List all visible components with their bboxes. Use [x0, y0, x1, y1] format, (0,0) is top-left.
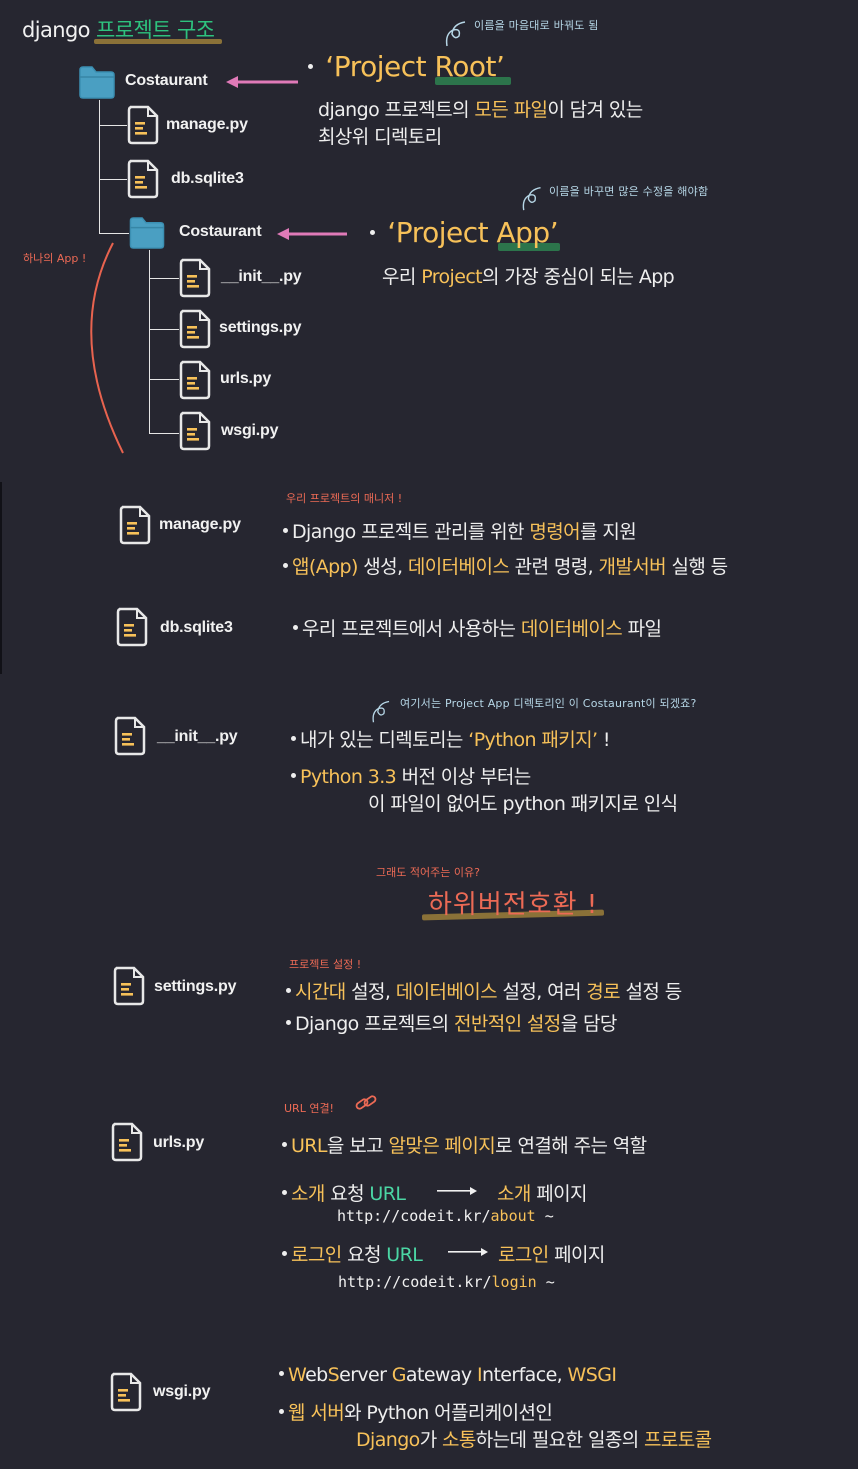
project-root-heading: ‘Project Root’: [308, 50, 511, 85]
file-icon: [110, 1372, 142, 1412]
folder-icon: [129, 217, 165, 249]
link-icon: [355, 1095, 377, 1110]
init-line-2: Python 3.3 버전 이상 부터는: [291, 762, 531, 789]
bullet: [370, 229, 375, 235]
urls-example-2-url: http://codeit.kr/login ~: [338, 1273, 555, 1291]
settings-note: 프로젝트 설정 !: [289, 958, 362, 971]
tree-line: [149, 278, 179, 279]
urls-line-1: URL을 보고 알맞은 페이지로 연결해 주는 역할: [282, 1131, 647, 1158]
init-line-3: 이 파일이 없어도 python 패키지로 인식: [368, 793, 678, 815]
manage-line-1: Django 프로젝트 관리를 위한 명령어를 지원: [283, 517, 637, 544]
settings-line-2: Django 프로젝트의 전반적인 설정을 담당: [286, 1009, 617, 1036]
title-highlight: 프로젝트 구조: [94, 18, 223, 44]
tree-file-urls: urls.py: [220, 370, 272, 387]
file-icon: [116, 607, 148, 647]
app-note: 하나의 App !: [23, 252, 87, 265]
manage-note: 우리 프로젝트의 매니저 !: [286, 492, 403, 505]
tree-line: [149, 250, 150, 433]
app-folder-label: Costaurant: [179, 223, 262, 240]
side-divider: [0, 482, 2, 674]
urls-note: URL 연결!: [284, 1102, 334, 1115]
project-root-note: 이름을 마음대로 바꿔도 됨: [474, 19, 599, 32]
file-icon: [179, 258, 211, 298]
settings-file-label: settings.py: [154, 978, 237, 995]
init-note: 여기서는 Project App 디렉토리인 이 Costaurant이 되겠죠…: [400, 697, 697, 710]
file-icon: [113, 966, 145, 1006]
project-app-note: 이름을 바꾸면 많은 수정을 해야함: [549, 185, 709, 198]
db-line-1: 우리 프로젝트에서 사용하는 데이터베이스 파일: [293, 614, 662, 641]
urls-example-1-url: http://codeit.kr/about ~: [337, 1207, 554, 1225]
file-icon: [127, 105, 159, 145]
root-folder-label: Costaurant: [125, 72, 208, 89]
heading-underline: [435, 77, 511, 85]
project-root-desc-2: 최상위 디렉토리: [318, 126, 442, 148]
tree-line: [149, 433, 179, 434]
wsgi-line-2: 웹 서버와 Python 어플리케이션인: [279, 1398, 553, 1425]
file-icon: [179, 411, 211, 451]
tree-line: [149, 329, 179, 330]
tree-line: [99, 125, 127, 126]
wsgi-line-1: WebServer Gateway Interface, WSGI: [279, 1364, 617, 1386]
page-title: django 프로젝트 구조: [22, 14, 223, 44]
file-icon: [127, 159, 159, 199]
title-underline: [94, 39, 223, 44]
file-icon: [114, 716, 146, 756]
arrow-left-icon: [277, 228, 347, 240]
curl-arrow-icon: [372, 700, 390, 723]
arrow-right-icon: [448, 1248, 488, 1256]
folder-icon: [79, 66, 115, 99]
file-icon: [179, 309, 211, 349]
tree-file-manage: manage.py: [166, 116, 248, 133]
tree-file-settings: settings.py: [219, 319, 302, 336]
settings-line-1: 시간대 설정, 데이터베이스 설정, 여러 경로 설정 등: [286, 977, 682, 1004]
manage-line-2: 앱(App) 생성, 데이터베이스 관련 명령, 개발서버 실행 등: [283, 552, 728, 579]
init-file-label: __init__.py: [157, 728, 238, 745]
tree-file-wsgi: wsgi.py: [221, 422, 279, 439]
tree-file-init: __init__.py: [221, 268, 302, 285]
arrow-right-icon: [437, 1187, 477, 1195]
file-icon: [111, 1122, 143, 1162]
curl-arrow-icon: [445, 21, 466, 47]
title-prefix: django: [22, 18, 91, 42]
tree-line: [99, 100, 100, 233]
urls-example-1: 소개 요청 URL: [282, 1179, 406, 1206]
db-file-label: db.sqlite3: [160, 619, 233, 636]
app-bracket-arc: [90, 242, 124, 454]
wsgi-file-label: wsgi.py: [153, 1383, 211, 1400]
tree-line: [99, 179, 127, 180]
urls-example-1-target: 소개 페이지: [497, 1183, 587, 1205]
tree-file-db: db.sqlite3: [171, 170, 244, 187]
wsgi-line-3: Django가 소통하는데 필요한 일종의 프로토콜: [356, 1429, 712, 1451]
curl-arrow-icon: [522, 187, 541, 211]
why-note: 그래도 적어주는 이유?: [376, 866, 480, 879]
urls-example-2-target: 로그인 페이지: [498, 1244, 605, 1266]
file-icon: [179, 360, 211, 400]
init-line-1: 내가 있는 디렉토리는 ‘Python 패키지’ !: [291, 725, 611, 752]
project-app-desc: 우리 Project의 가장 중심이 되는 App: [382, 266, 675, 288]
file-icon: [119, 505, 151, 545]
manage-file-label: manage.py: [159, 516, 241, 533]
heading-underline: [498, 243, 560, 251]
urls-file-label: urls.py: [153, 1134, 205, 1151]
bullet: [308, 63, 313, 69]
arrow-left-icon: [226, 76, 298, 88]
project-app-heading: ‘Project App’: [370, 216, 560, 251]
urls-example-2: 로그인 요청 URL: [282, 1240, 423, 1267]
tree-line: [149, 379, 179, 380]
tree-line: [99, 233, 129, 234]
project-root-desc-1: django 프로젝트의 모든 파일이 담겨 있는: [318, 99, 643, 121]
why-answer: 하위버전호환 !: [421, 884, 605, 921]
